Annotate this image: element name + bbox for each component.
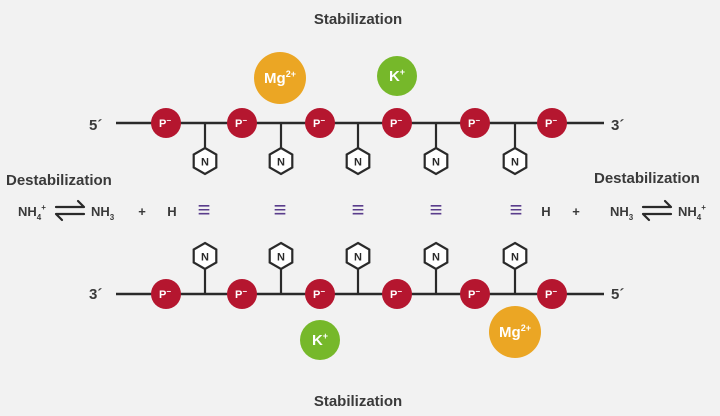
left-destabilization-title: Destabilization [6, 172, 112, 189]
bottom-phosphate-2: P− [227, 279, 257, 309]
top-base-2: N [268, 123, 294, 176]
svg-text:K+: K+ [312, 331, 328, 349]
svg-text:P−: P− [545, 116, 557, 130]
hbond-1: ≡ [198, 197, 211, 222]
left-nh3-label: NH3 [91, 204, 115, 222]
svg-text:N: N [277, 157, 285, 169]
svg-text:K+: K+ [389, 67, 405, 85]
right-equilibrium-arrows-icon [641, 199, 673, 222]
top-base-5: N [502, 123, 528, 176]
bottom-base-2: N [268, 241, 294, 294]
right-plus: + [572, 204, 580, 219]
right-nh4-label: NH4+ [678, 203, 706, 222]
svg-text:P−: P− [545, 287, 557, 301]
svg-text:N: N [201, 157, 209, 169]
bottom-base-3: N [345, 241, 371, 294]
bottom-phosphate-1: P− [151, 279, 181, 309]
bottom-strand-end-label: 5´ [611, 286, 624, 303]
svg-text:P−: P− [468, 116, 480, 130]
svg-text:N: N [354, 252, 362, 264]
bottom-base-5: N [502, 241, 528, 294]
svg-text:P−: P− [390, 116, 402, 130]
bottom-strand-start-label: 3´ [89, 286, 102, 303]
top-phosphate-4: P− [382, 108, 412, 138]
top-phosphate-1: P− [151, 108, 181, 138]
top-phosphate-3: P− [305, 108, 335, 138]
svg-text:P−: P− [390, 287, 402, 301]
bottom-stabilization-title: Stabilization [314, 393, 402, 410]
k-ion-bottom: K+ [300, 320, 340, 360]
top-strand-end-label: 3´ [611, 117, 624, 134]
bottom-phosphate-5: P− [460, 279, 490, 309]
svg-text:P−: P− [235, 287, 247, 301]
svg-text:N: N [201, 252, 209, 264]
svg-text:P−: P− [159, 116, 171, 130]
bottom-base-1: N [192, 241, 218, 294]
mg-ion-bottom: Mg2+ [489, 306, 541, 358]
bottom-base-4: N [423, 241, 449, 294]
hbond-3: ≡ [352, 197, 365, 222]
hbond-2: ≡ [274, 197, 287, 222]
svg-text:Mg2+: Mg2+ [264, 69, 296, 87]
mg-ion-top: Mg2+ [254, 52, 306, 104]
left-plus: + [138, 204, 146, 219]
bottom-phosphate-4: P− [382, 279, 412, 309]
bottom-phosphate-6: P− [537, 279, 567, 309]
left-h-label: H [167, 204, 176, 219]
hbond-5: ≡ [510, 197, 523, 222]
top-base-1: N [192, 123, 218, 176]
top-phosphate-6: P− [537, 108, 567, 138]
svg-text:N: N [511, 252, 519, 264]
top-base-4: N [423, 123, 449, 176]
svg-text:N: N [432, 157, 440, 169]
left-nh4-label: NH4+ [18, 203, 46, 222]
svg-text:N: N [511, 157, 519, 169]
top-phosphate-2: P− [227, 108, 257, 138]
bottom-phosphate-3: P− [305, 279, 335, 309]
svg-text:P−: P− [468, 287, 480, 301]
right-h-label: H [541, 204, 550, 219]
svg-text:Mg2+: Mg2+ [499, 323, 531, 341]
top-strand-start-label: 5´ [89, 117, 102, 134]
top-stabilization-title: Stabilization [314, 11, 402, 28]
k-ion-top: K+ [377, 56, 417, 96]
svg-text:N: N [354, 157, 362, 169]
svg-text:N: N [432, 252, 440, 264]
left-equilibrium-arrows-icon [54, 199, 86, 222]
top-phosphate-5: P− [460, 108, 490, 138]
top-base-3: N [345, 123, 371, 176]
right-destabilization-title: Destabilization [594, 170, 700, 187]
svg-text:P−: P− [159, 287, 171, 301]
svg-text:P−: P− [313, 116, 325, 130]
hbond-4: ≡ [430, 197, 443, 222]
right-nh3-label: NH3 [610, 204, 634, 222]
svg-text:P−: P− [235, 116, 247, 130]
svg-text:N: N [277, 252, 285, 264]
svg-text:P−: P− [313, 287, 325, 301]
